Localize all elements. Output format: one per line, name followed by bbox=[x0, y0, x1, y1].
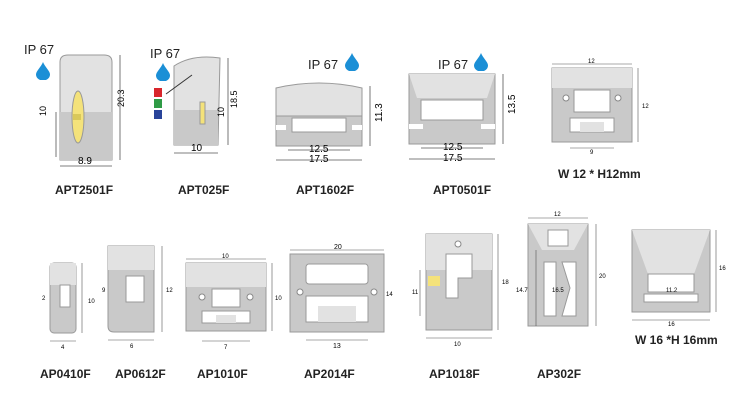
label-ap1018f: AP1018F bbox=[429, 367, 480, 381]
dim-ap0612f-w: 6 bbox=[130, 344, 134, 350]
dim-ap1010f-top: 10 bbox=[222, 254, 229, 260]
ip67-label: IP 67 bbox=[150, 46, 181, 61]
dim-w16-side: 16 bbox=[719, 266, 726, 272]
label-ap1010f: AP1010F bbox=[197, 367, 248, 381]
dim-ap0410f-i: 2 bbox=[42, 296, 46, 302]
profile-ap1010f: 10 10 7 bbox=[178, 254, 282, 351]
dim-apt2501f-h2: 20.3 bbox=[116, 89, 126, 107]
dim-w12-bottom: 9 bbox=[590, 150, 594, 156]
dim-apt1602f-w2: 17.5 bbox=[309, 154, 329, 165]
dim-ap2014f-top: 20 bbox=[334, 244, 342, 251]
label-ap302f: AP302F bbox=[537, 367, 582, 381]
profile-ap0612f: 12 6 9 bbox=[100, 240, 180, 350]
dim-ap0612f-i: 9 bbox=[102, 288, 106, 294]
water-drop-icon bbox=[156, 63, 170, 81]
dim-ap302f-mid: 16.5 bbox=[552, 288, 564, 294]
dim-apt025f-h2: 18.5 bbox=[229, 90, 239, 108]
dim-apt1602f-w1: 12.5 bbox=[309, 144, 329, 155]
dim-ap0410f-h: 10 bbox=[88, 299, 95, 305]
profile-apt2501f: 10 20.3 8.9 bbox=[38, 52, 136, 167]
dim-ap0410f-w: 4 bbox=[61, 345, 65, 351]
dim-ap2014f-side: 14 bbox=[386, 292, 393, 298]
ip67-label: IP 67 bbox=[308, 57, 339, 72]
dim-ap1018f-h: 18 bbox=[502, 280, 509, 286]
dim-w12-top: 12 bbox=[588, 59, 595, 65]
water-drop-icon bbox=[36, 62, 50, 80]
dim-apt0501f-w2: 17.5 bbox=[443, 153, 463, 164]
dim-apt025f-w: 10 bbox=[191, 143, 203, 154]
dim-w16-bottom: 16 bbox=[668, 322, 675, 328]
profile-ap0410f: 10 2 4 bbox=[36, 255, 96, 351]
dim-ap1018f-i: 11 bbox=[412, 290, 419, 296]
label-ap2014f: AP2014F bbox=[304, 367, 355, 381]
dim-apt0501f-w1: 12.5 bbox=[443, 142, 463, 153]
dim-apt0501f-h: 13.5 bbox=[507, 94, 518, 114]
profile-w12-h12: 12 12 9 bbox=[544, 58, 649, 158]
dim-w16-inner: 11.2 bbox=[666, 288, 678, 294]
ip67-label: IP 67 bbox=[24, 42, 55, 57]
label-ap0410f: AP0410F bbox=[40, 367, 91, 381]
label-apt025f: APT025F bbox=[178, 183, 230, 197]
profile-apt1602f: 11.3 12.5 17.5 bbox=[274, 78, 389, 168]
profile-ap2014f: 20 14 13 bbox=[284, 244, 394, 350]
dim-ap302f-side: 20 bbox=[599, 274, 606, 280]
dim-apt1602f-h: 11.3 bbox=[374, 103, 385, 122]
label-apt2501f: APT2501F bbox=[55, 183, 114, 197]
dim-ap2014f-bottom: 13 bbox=[333, 343, 341, 350]
label-ap0612f: AP0612F bbox=[115, 367, 166, 381]
profile-ap302f: 12 20 14.7 16.5 bbox=[512, 210, 612, 350]
profile-ap1018f: 18 11 10 bbox=[410, 226, 515, 350]
profile-w16-h16: 16 16 11.2 bbox=[624, 222, 726, 328]
dim-ap302f-left: 14.7 bbox=[516, 288, 528, 294]
label-w16-h16: W 16 *H 16mm bbox=[635, 333, 718, 347]
water-drop-icon bbox=[474, 53, 488, 71]
dim-apt025f-h1: 10 bbox=[216, 107, 226, 117]
dim-ap1018f-w: 10 bbox=[454, 342, 461, 348]
profile-apt0501f: 13.5 12.5 17.5 bbox=[407, 72, 522, 168]
ip67-label: IP 67 bbox=[438, 57, 469, 72]
profile-apt025f: 10 18.5 10 bbox=[152, 50, 242, 165]
label-w12-h12: W 12 * H12mm bbox=[558, 167, 641, 181]
label-apt1602f: APT1602F bbox=[296, 183, 355, 197]
dim-apt2501f-w: 8.9 bbox=[78, 156, 92, 167]
dim-ap1010f-side: 10 bbox=[275, 296, 282, 302]
dim-w12-side: 12 bbox=[642, 104, 649, 110]
water-drop-icon bbox=[345, 53, 359, 71]
dim-ap302f-top: 12 bbox=[554, 212, 561, 218]
dim-apt2501f-h1: 10 bbox=[38, 106, 48, 116]
dim-ap0612f-h: 12 bbox=[166, 288, 173, 294]
label-apt0501f: APT0501F bbox=[433, 183, 492, 197]
dim-ap1010f-bottom: 7 bbox=[224, 345, 228, 351]
